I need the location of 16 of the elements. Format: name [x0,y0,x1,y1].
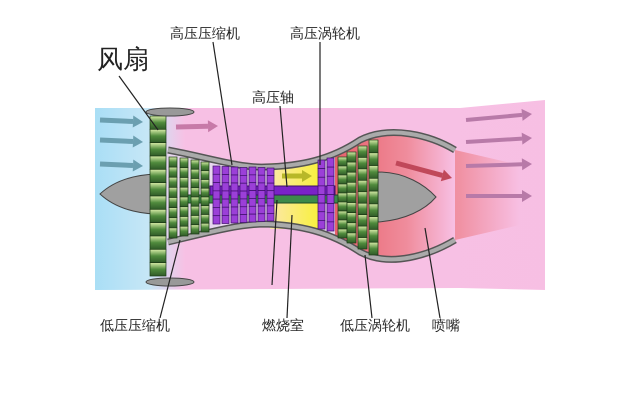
part-label: 喷嘴 [432,318,460,334]
leader-line [364,254,373,318]
leader-line [286,214,293,318]
part-label: 风扇 [97,46,149,76]
part-label: 高压压缩机 [170,26,240,42]
part-label: 低压涡轮机 [340,318,410,334]
leader-line [212,42,233,166]
leader-line [159,240,181,318]
part-label: 高压轴 [252,90,294,106]
part-label: 燃烧室 [262,318,304,334]
leader-line [424,228,441,318]
part-label: 低压压缩机 [100,318,170,334]
leader-line [118,76,158,130]
part-label: 高压涡轮机 [290,26,360,42]
leader-line [319,42,321,165]
leader-line [279,106,288,188]
